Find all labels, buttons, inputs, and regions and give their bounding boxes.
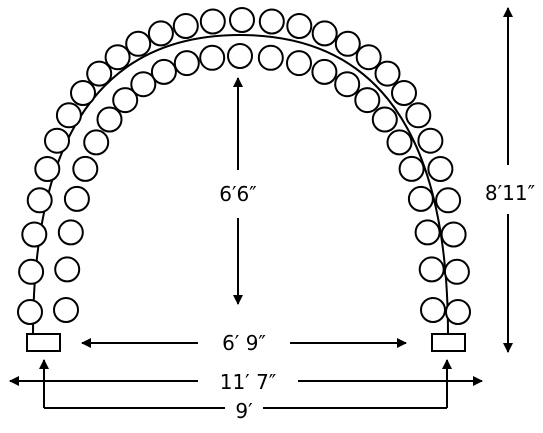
inner-balloon: [96, 106, 123, 133]
outer-balloon: [199, 8, 226, 35]
outer-balloon: [286, 13, 313, 39]
inner-balloon: [420, 297, 446, 323]
total-height-label: 8′11″: [485, 181, 535, 205]
inner-balloon: [112, 87, 139, 114]
inner-balloon: [130, 71, 157, 98]
inner-balloon: [386, 129, 413, 156]
inner-balloon: [398, 155, 425, 182]
inner-balloon: [53, 297, 79, 323]
outer-balloon: [104, 44, 131, 71]
outer-balloon: [355, 44, 382, 71]
inner-width-label: 6′ 9″: [222, 331, 266, 355]
inner-balloon: [311, 58, 338, 85]
outer-balloon: [86, 60, 113, 87]
outer-balloon: [26, 187, 53, 214]
inner-balloon: [354, 87, 381, 114]
outer-balloon: [445, 299, 471, 325]
outer-balloon: [311, 20, 338, 47]
inner-balloon: [199, 44, 226, 71]
inner-balloon: [334, 71, 361, 98]
right-base-block: [431, 333, 466, 352]
inner-balloon: [257, 44, 284, 71]
left-base-block: [26, 333, 61, 352]
inner-height-label: 6′6″: [219, 182, 256, 206]
outer-balloon: [21, 221, 48, 248]
outer-balloon: [427, 156, 454, 182]
inner-balloon: [150, 58, 177, 85]
outer-balloon: [417, 127, 444, 154]
outer-balloon: [440, 221, 467, 248]
inner-balloon: [286, 50, 312, 77]
outer-balloon: [44, 127, 70, 154]
outer-balloon: [443, 258, 470, 285]
outer-balloon: [374, 60, 401, 87]
outer-balloon: [229, 7, 255, 33]
outer-balloon: [334, 30, 361, 57]
inner-balloon: [72, 155, 99, 182]
inner-balloon: [57, 219, 84, 246]
outer-balloon: [391, 80, 417, 106]
inner-balloon: [227, 43, 253, 69]
outer-balloon: [17, 299, 43, 325]
base-span-label: 9′: [235, 399, 253, 423]
balloon-group: [17, 7, 471, 325]
outer-balloon: [34, 156, 61, 182]
outer-balloon: [405, 102, 432, 129]
outer-balloon: [435, 187, 462, 214]
inner-balloon: [63, 185, 90, 212]
outer-balloon: [147, 20, 174, 47]
outer-balloon: [258, 8, 285, 35]
inner-balloon: [371, 106, 398, 133]
inner-balloon: [54, 256, 81, 283]
inner-balloon: [173, 50, 200, 77]
inner-balloon: [407, 185, 434, 212]
outer-balloon: [172, 13, 199, 39]
outer-balloon: [125, 30, 152, 57]
inner-balloon: [83, 129, 110, 156]
outer-balloon: [18, 258, 45, 285]
outer-balloon: [70, 80, 96, 106]
inner-balloon: [418, 256, 445, 283]
inner-balloon: [414, 219, 441, 246]
outer-width-label: 11′ 7″: [220, 370, 277, 394]
outer-balloon: [55, 102, 82, 129]
